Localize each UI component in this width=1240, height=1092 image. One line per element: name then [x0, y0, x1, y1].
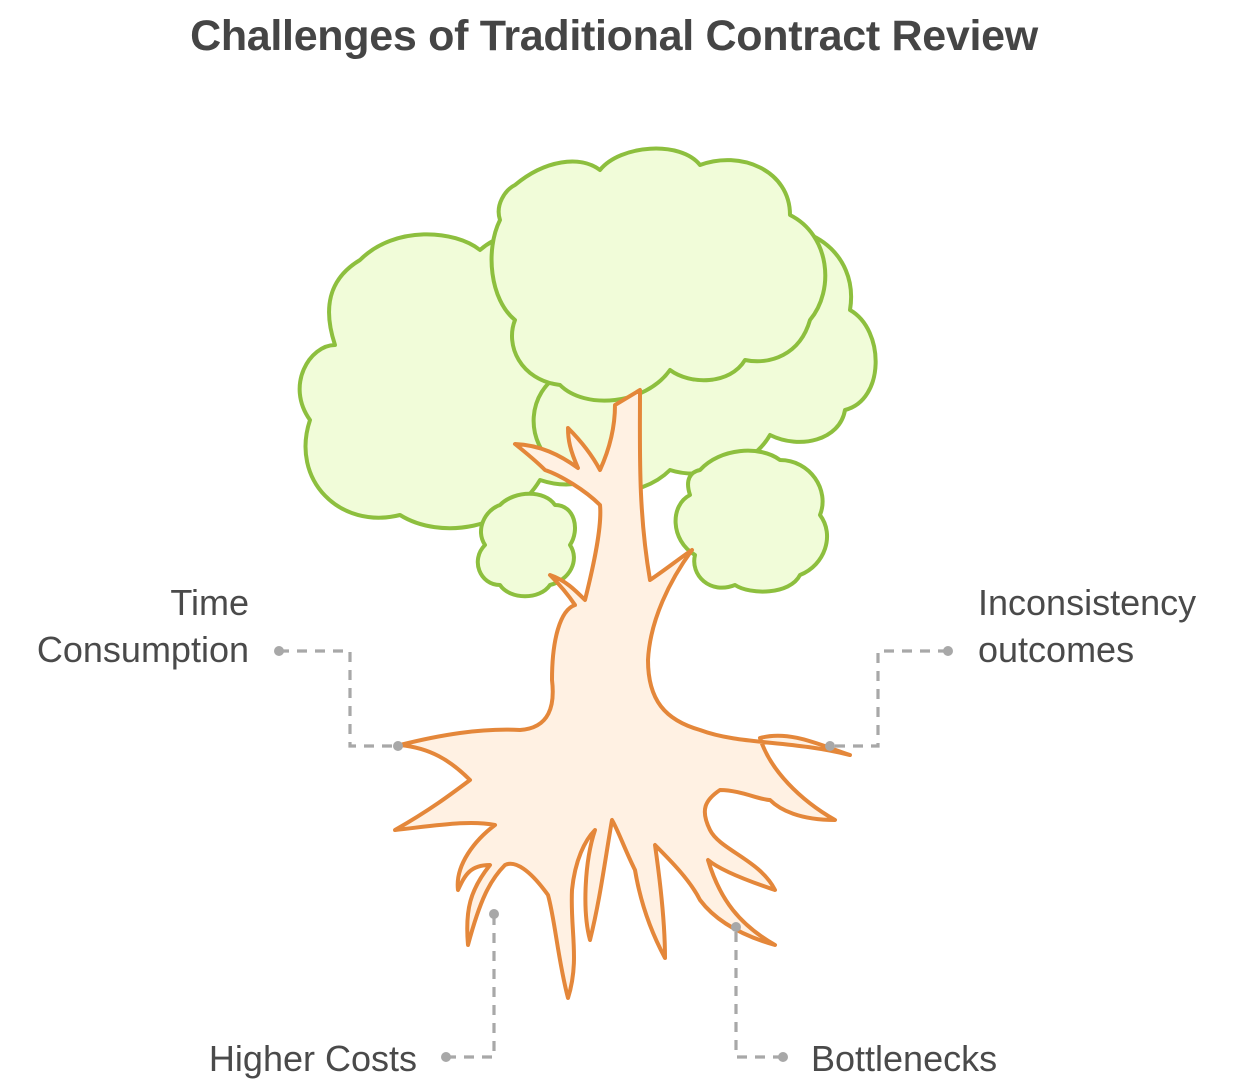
connector-dot-costs-label	[441, 1052, 451, 1062]
label-inconsistency-line2: outcomes	[978, 629, 1135, 670]
label-time-consumption: Time Consumption	[37, 579, 249, 673]
label-bottlenecks: Bottlenecks	[811, 1035, 997, 1082]
connectors	[274, 646, 953, 1062]
label-inconsistency-line1: Inconsistency	[978, 582, 1197, 623]
canopy-cloud-center	[489, 146, 828, 403]
connector-dot-bottlenecks-tree	[731, 922, 741, 932]
label-costs-line1: Higher Costs	[208, 1038, 417, 1079]
tree-trunk	[393, 388, 852, 1000]
connector-dot-costs-tree	[489, 909, 499, 919]
canopy-cloud-small-left	[475, 491, 577, 599]
label-time-line1: Time	[170, 582, 249, 623]
canopy-cloud-small-right	[673, 448, 830, 594]
label-bottlenecks-line1: Bottlenecks	[811, 1038, 998, 1079]
connector-bottlenecks	[734, 927, 783, 1059]
label-inconsistency-outcomes: Inconsistency outcomes	[978, 579, 1196, 673]
label-time-line2: Consumption	[36, 629, 249, 670]
label-higher-costs: Higher Costs	[209, 1035, 417, 1082]
connector-time	[279, 649, 398, 748]
connector-dot-inconsistency-tree	[825, 741, 835, 751]
connector-inconsistency	[830, 649, 948, 748]
connector-dot-inconsistency-label	[943, 646, 953, 656]
tree-trunk-roots	[393, 388, 852, 1000]
connector-dot-time-tree	[393, 741, 403, 751]
connector-dot-time-label	[274, 646, 284, 656]
connector-dot-bottlenecks-label	[778, 1052, 788, 1062]
tree-canopy	[297, 146, 878, 599]
diagram-title: Challenges of Traditional Contract Revie…	[190, 12, 1038, 60]
